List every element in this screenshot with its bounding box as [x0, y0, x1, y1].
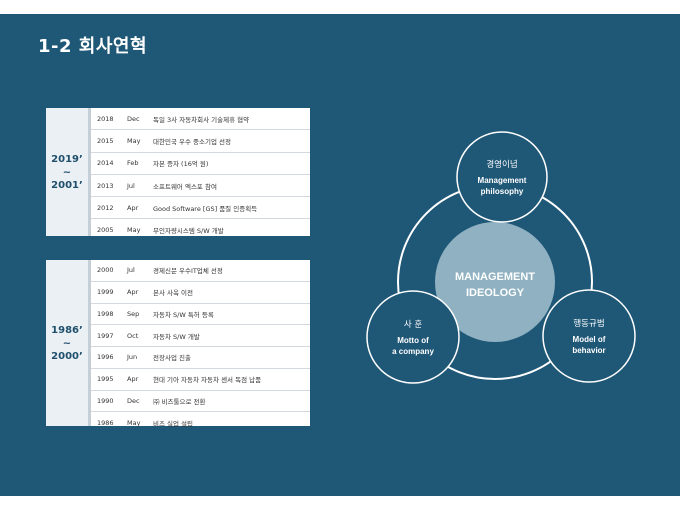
table-row: 2013 Jul 소프트웨어 엑스포 참여: [91, 175, 310, 198]
row-month: May: [127, 136, 141, 145]
row-month: May: [127, 226, 141, 235]
period-tilde: ~: [62, 166, 72, 178]
history-table-early: 1986’ ~ 2000’ 2000 Jul 경제신문 우수IT업체 선정 1999…: [46, 260, 310, 428]
table-row: 1996 Jun 전장사업 진출: [91, 347, 310, 369]
motto-en-line2: a company: [392, 347, 434, 356]
row-month: Apr: [127, 203, 139, 212]
row-text: 경제신문 우수IT업체 선정: [153, 267, 223, 276]
row-year: 1990: [97, 396, 114, 405]
row-text: 본사 사옥 이전: [153, 289, 194, 298]
row-text: 비즈 실업 설립: [153, 419, 194, 428]
row-year: 1996: [97, 353, 114, 362]
row-month: Dec: [127, 396, 140, 405]
behavior-en-line2: behavior: [572, 346, 605, 355]
philosophy-en-line2: philosophy: [481, 187, 524, 196]
center-circle: [435, 222, 555, 342]
table-row: 2014 Feb 자본 증자 (16억 원): [91, 153, 310, 175]
row-year: 1995: [97, 375, 114, 384]
row-text: 대한민국 우수 중소기업 선정: [153, 137, 231, 146]
center-title-line2: IDEOLOGY: [466, 287, 525, 299]
row-month: Oct: [127, 331, 139, 340]
row-year: 2000: [97, 266, 114, 275]
row-text: 자동차 S/W 특허 등록: [153, 310, 214, 319]
history-table-recent: 2019’ ~ 2001’ 2018 Dec 독일 3사 자동차회사 기술제휴 협약…: [46, 108, 310, 236]
row-text: 무인자량시스템 S/W 개발: [153, 227, 224, 236]
table-row: 1995 Apr 현대 기아 자동차 자동차 센서 독점 납품: [91, 369, 310, 391]
row-year: 1986: [97, 418, 114, 427]
page-title: 1-2 회사연혁: [38, 36, 148, 57]
period-from: 2019’: [51, 153, 83, 165]
table-row: 1999 Apr 본사 사옥 이전: [91, 282, 310, 304]
center-title-line1: MANAGEMENT: [455, 271, 535, 283]
table-row: 1990 Dec ㈜ 비즈툴으로 전환: [91, 391, 310, 413]
row-month: Feb: [127, 159, 139, 168]
row-month: Apr: [127, 288, 139, 297]
row-text: 전장사업 진출: [153, 354, 191, 363]
row-year: 2013: [97, 181, 114, 190]
table-row: 1986 May 비즈 실업 설립: [91, 412, 310, 433]
table-row: 2015 May 대한민국 우수 중소기업 선정: [91, 130, 310, 153]
behavior-kr: 행동규범: [573, 318, 604, 329]
row-year: 2015: [97, 136, 114, 145]
row-text: Good Software [GS] 품질 인증획득: [153, 204, 258, 213]
row-month: Apr: [127, 375, 139, 384]
motto-kr: 사 훈: [404, 319, 423, 330]
row-month: Jun: [127, 353, 138, 362]
motto-en-line1: Motto of: [397, 336, 429, 345]
row-year: 2005: [97, 226, 114, 235]
period-to: 2001’: [51, 179, 83, 191]
row-year: 1999: [97, 288, 114, 297]
row-text: 소프트웨어 엑스포 참여: [153, 182, 217, 191]
table-row: 2018 Dec 독일 3사 자동차회사 기술제휴 협약: [91, 108, 310, 131]
period-to: 2000’: [51, 350, 83, 362]
table-row: 1998 Sep 자동차 S/W 특허 등록: [91, 304, 310, 326]
table-row: 1997 Oct 자동차 S/W 개발: [91, 325, 310, 347]
period-tilde: ~: [62, 337, 72, 349]
philosophy-circle: [456, 131, 548, 223]
row-year: 1998: [97, 309, 114, 318]
row-text: ㈜ 비즈툴으로 전환: [153, 397, 206, 406]
table-row: 2012 Apr Good Software [GS] 품질 인증획득: [91, 197, 310, 220]
row-text: 현대 기아 자동차 자동차 센서 독점 납품: [153, 376, 262, 385]
period-label: 1986’ ~ 2000’: [46, 260, 91, 426]
row-year: 2012: [97, 203, 114, 212]
row-year: 1997: [97, 331, 114, 340]
behavior-circle: [542, 289, 636, 383]
row-month: Jul: [127, 266, 135, 275]
motto-circle: [366, 290, 460, 384]
row-year: 2018: [97, 114, 114, 123]
period-label: 2019’ ~ 2001’: [46, 108, 91, 236]
table-row: 2005 May 무인자량시스템 S/W 개발: [91, 219, 310, 240]
philosophy-kr: 경영이념: [486, 159, 517, 170]
row-month: Dec: [127, 114, 140, 123]
row-month: May: [127, 418, 141, 427]
row-year: 2014: [97, 159, 114, 168]
row-text: 자본 증자 (16억 원): [153, 160, 209, 169]
row-text: 자동차 S/W 개발: [153, 332, 200, 341]
philosophy-en-line1: Management: [478, 176, 527, 185]
row-text: 독일 3사 자동차회사 기술제휴 협약: [153, 115, 250, 124]
period-from: 1986’: [51, 324, 83, 336]
table-row: 2000 Jul 경제신문 우수IT업체 선정: [91, 260, 310, 282]
row-month: Jul: [127, 181, 135, 190]
row-month: Sep: [127, 309, 140, 318]
behavior-en-line1: Model of: [573, 335, 606, 344]
